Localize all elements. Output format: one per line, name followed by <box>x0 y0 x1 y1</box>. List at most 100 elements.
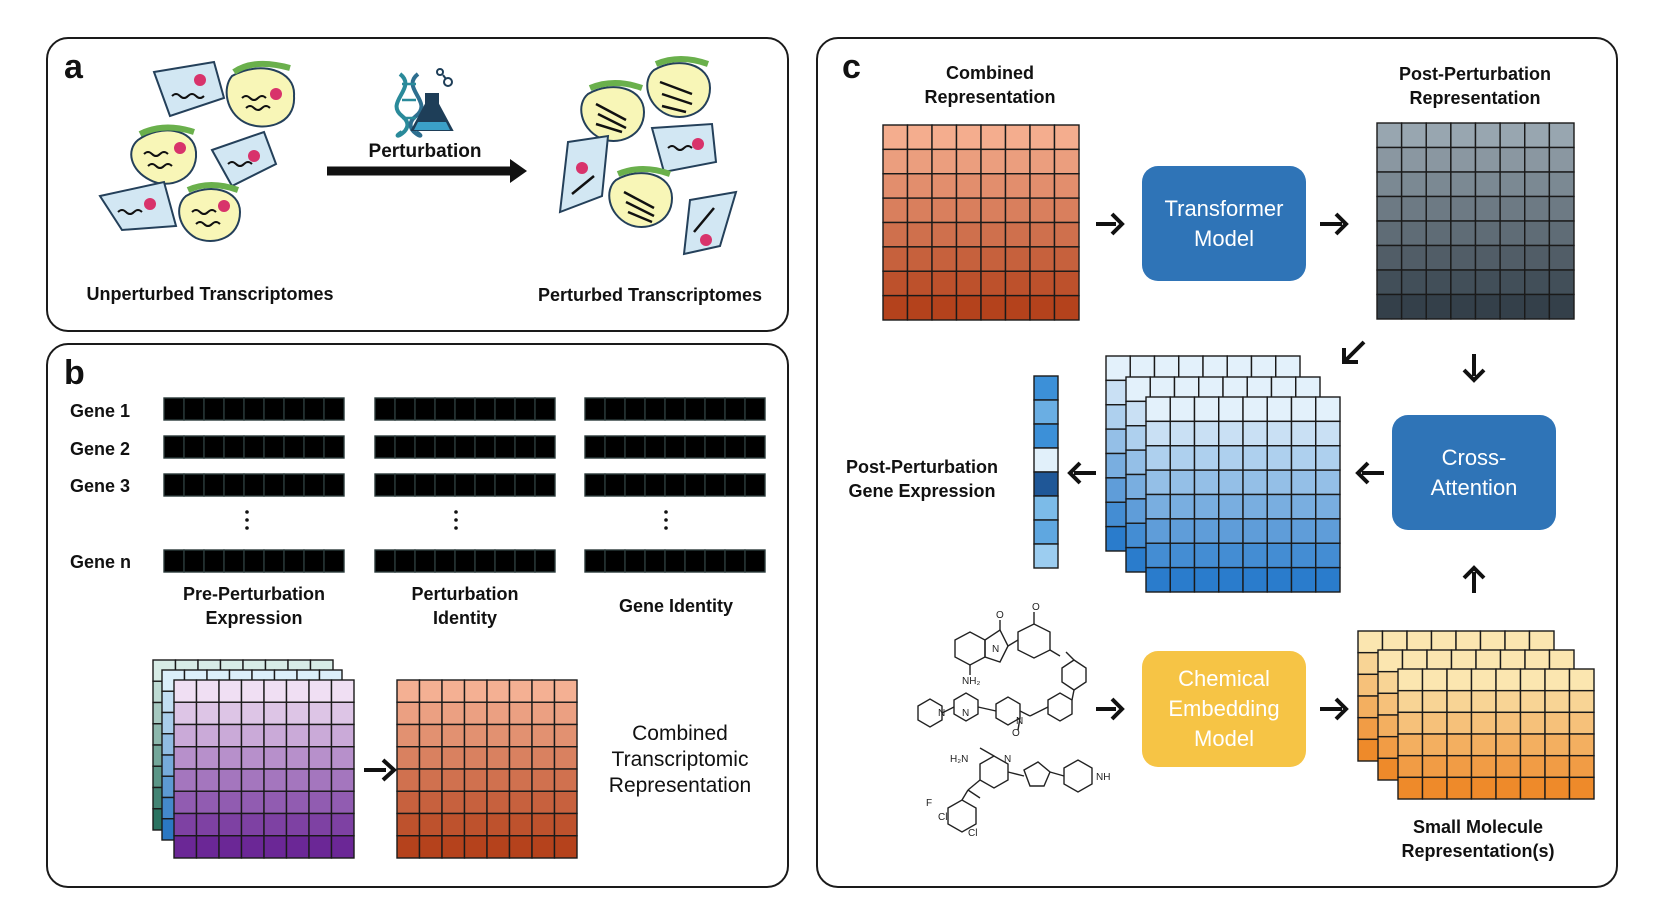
blue-stack-front-cell <box>1218 518 1244 544</box>
blue-stack-front-cell <box>1290 542 1317 569</box>
combined-representation-matrix-cell <box>955 197 982 224</box>
molecule-atom-label: O <box>1032 602 1040 613</box>
gene-row-2-3-cell <box>744 549 766 573</box>
transformer-label-line2: Model <box>1194 225 1254 251</box>
stack-gene-identity-cell <box>263 790 288 815</box>
combined-transcriptomic-matrix-cell <box>396 768 421 792</box>
unperturbed-cells <box>98 60 296 242</box>
combined-transcriptomic-matrix-cell <box>553 835 578 859</box>
post-perturbation-matrix-cell <box>1400 269 1427 296</box>
yellow-stack-front-cell <box>1519 711 1546 735</box>
post-perturbation-matrix-cell <box>1524 171 1551 198</box>
post-perturbation-matrix-cell <box>1376 171 1403 198</box>
gene-row-0-0-cell <box>323 397 345 421</box>
post-perturbation-matrix-cell <box>1499 220 1526 247</box>
combined-transcriptomic-matrix-cell <box>531 768 556 792</box>
gene-row-0-0-cell <box>243 397 265 421</box>
gene-row-2-0-cell <box>724 397 746 421</box>
gene-row-0-3-cell <box>323 549 345 573</box>
post-perturbation-matrix-cell <box>1425 293 1452 320</box>
stack-gene-identity-cell <box>330 790 355 815</box>
yellow-stack-front-cell <box>1446 668 1473 692</box>
combined-representation-matrix-cell <box>1053 270 1080 297</box>
cross-attention-box: Cross- Attention <box>1392 415 1556 530</box>
yellow-stack-front-cell <box>1568 711 1595 735</box>
combined-transcriptomic-matrix-cell <box>441 768 466 792</box>
gene-row-1-1-cell <box>474 435 496 459</box>
stack-gene-identity-cell <box>308 812 333 837</box>
blue-stack-front-cell <box>1145 469 1171 496</box>
gene-row-1-1-cell <box>494 435 516 459</box>
yellow-stack-front-cell <box>1544 776 1571 800</box>
gene-row-2-3 <box>584 549 766 573</box>
combined-transcriptomic-matrix-cell <box>396 746 421 770</box>
stack-gene-identity-cell <box>240 835 265 859</box>
gene-row-0-2-cell <box>163 473 185 497</box>
stack-gene-identity-cell <box>308 746 333 770</box>
yellow-stack-front-cell <box>1568 733 1595 757</box>
gene-row-2-1-cell <box>664 435 686 459</box>
blue-stack-front-cell <box>1242 566 1268 593</box>
gene-ellipses <box>245 510 668 530</box>
combined-transcriptomic-matrix-cell <box>396 812 421 837</box>
post-perturbation-matrix-cell <box>1524 195 1551 222</box>
gene-row-0-1-cell <box>303 435 325 459</box>
yellow-stack-front-cell <box>1519 776 1546 800</box>
combined-transcriptomic-matrix-cell <box>486 723 511 748</box>
combined-transcriptomic-matrix-cell <box>463 701 488 726</box>
gene-row-2-0 <box>584 397 766 421</box>
gene-row-1-1-cell <box>514 435 536 459</box>
combined-representation-title-line2: Representation <box>924 87 1056 107</box>
combined-transcriptomic-matrix-cell <box>553 812 578 837</box>
yellow-stack-front-cell <box>1397 711 1424 735</box>
combined-transcriptomic-matrix-cell <box>418 679 443 703</box>
blue-stack-front-cell <box>1145 518 1171 544</box>
blue-stack-front-cell <box>1242 518 1268 544</box>
blue-stack-front-cell <box>1218 493 1244 520</box>
post-perturbation-matrix-cell <box>1376 146 1403 173</box>
yellow-stack-front-cell <box>1519 668 1546 692</box>
stack-gene-identity-cell <box>240 790 265 815</box>
molecule-atom-label: NH₂ <box>962 676 980 687</box>
gene-expression-cell <box>1033 543 1059 569</box>
blue-stack-front-cell <box>1315 493 1341 520</box>
stack-gene-identity-cell <box>330 768 355 792</box>
gene-row-0-2-cell <box>283 473 305 497</box>
gene-row-0-3 <box>163 549 345 573</box>
combined-representation-matrix-cell <box>906 270 933 297</box>
dna-flask-icon <box>394 68 454 138</box>
molecule-atom-label: O <box>1012 728 1020 739</box>
combined-representation-matrix-cell <box>1053 294 1080 321</box>
gene-expression-cell <box>1033 519 1059 545</box>
molecule-atom-label: H₂N <box>950 754 968 765</box>
gene-row-1-1-cell <box>454 435 476 459</box>
combined-transcriptomic-matrix-cell <box>418 723 443 748</box>
combined-representation-matrix-cell <box>882 197 909 224</box>
panel-c-letter: c <box>842 48 861 86</box>
blue-stack-front-cell <box>1266 445 1293 471</box>
combined-transcriptomic-matrix-cell <box>531 723 556 748</box>
combined-transcriptomic-matrix-cell <box>508 723 533 748</box>
gene-row-1-2-cell <box>374 473 396 497</box>
stack-gene-identity-cell <box>218 768 243 792</box>
gene-n-label: Gene n <box>70 552 132 572</box>
stack-gene-identity-cell <box>263 679 288 703</box>
combined-representation-matrix-cell <box>955 221 982 248</box>
gene-row-2-1-cell <box>644 435 666 459</box>
gene-expression-cell <box>1033 423 1059 449</box>
stack-gene-identity-cell <box>285 768 310 792</box>
post-perturbation-matrix-cell <box>1400 122 1427 149</box>
post-perturbation-matrix-cell <box>1548 195 1575 222</box>
blue-stack-front-cell <box>1218 420 1244 447</box>
yellow-stack-front-cell <box>1568 754 1595 779</box>
blue-stack-front-cell <box>1193 469 1220 496</box>
blue-stack-front-cell <box>1290 396 1317 423</box>
post-perturbation-matrix-cell <box>1524 146 1551 173</box>
combined-transcriptomic-matrix-cell <box>418 746 443 770</box>
gene-row-0-3-cell <box>223 549 245 573</box>
post-perturbation-matrix-cell <box>1425 146 1452 173</box>
gene-row-0-3-cell <box>243 549 265 573</box>
combined-representation-matrix-cell <box>1029 148 1056 175</box>
gene-expression-cell <box>1033 375 1059 401</box>
